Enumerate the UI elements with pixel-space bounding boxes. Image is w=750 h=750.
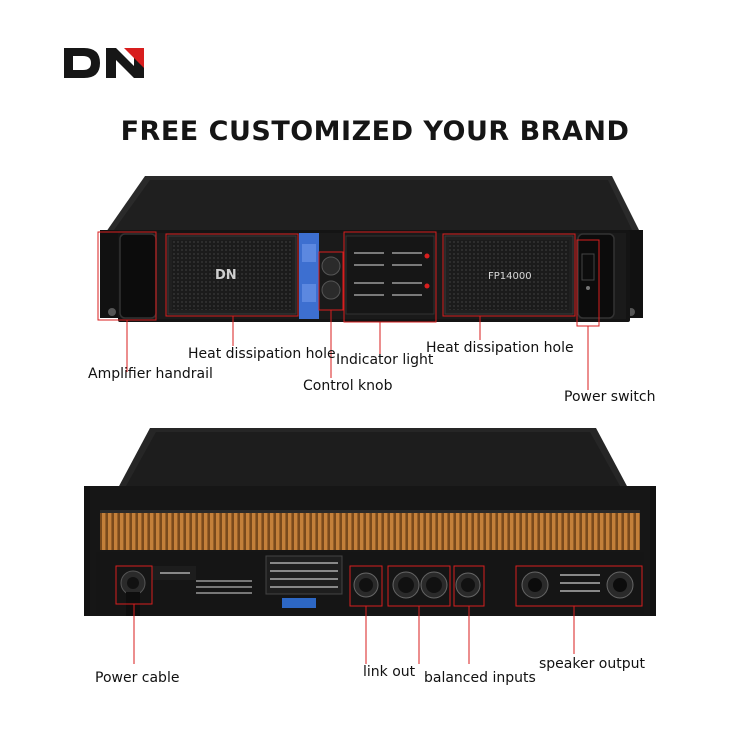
callout-indicator-light: Indicator light xyxy=(336,352,434,368)
callout-power-cable: Power cable xyxy=(95,670,180,686)
callout-heat-hole-right: Heat dissipation hole xyxy=(426,340,574,356)
front-amplifier: DN FP14000 xyxy=(97,176,643,390)
callout-balanced-inputs: balanced inputs xyxy=(424,670,536,686)
callout-control-knob: Control knob xyxy=(303,378,393,394)
rear-amplifier xyxy=(84,428,656,664)
front-model-label: FP14000 xyxy=(488,271,532,282)
brand-logo xyxy=(62,44,148,82)
callout-speaker-output: speaker output xyxy=(539,656,645,672)
callout-link-out: link out xyxy=(363,664,416,680)
callout-power-switch: Power switch xyxy=(564,389,656,405)
callout-amplifier-handrail: Amplifier handrail xyxy=(88,366,213,382)
front-logo: DN xyxy=(215,268,237,283)
callout-heat-hole-left: Heat dissipation hole xyxy=(188,346,336,362)
page-headline: FREE CUSTOMIZED YOUR BRAND xyxy=(120,116,630,147)
